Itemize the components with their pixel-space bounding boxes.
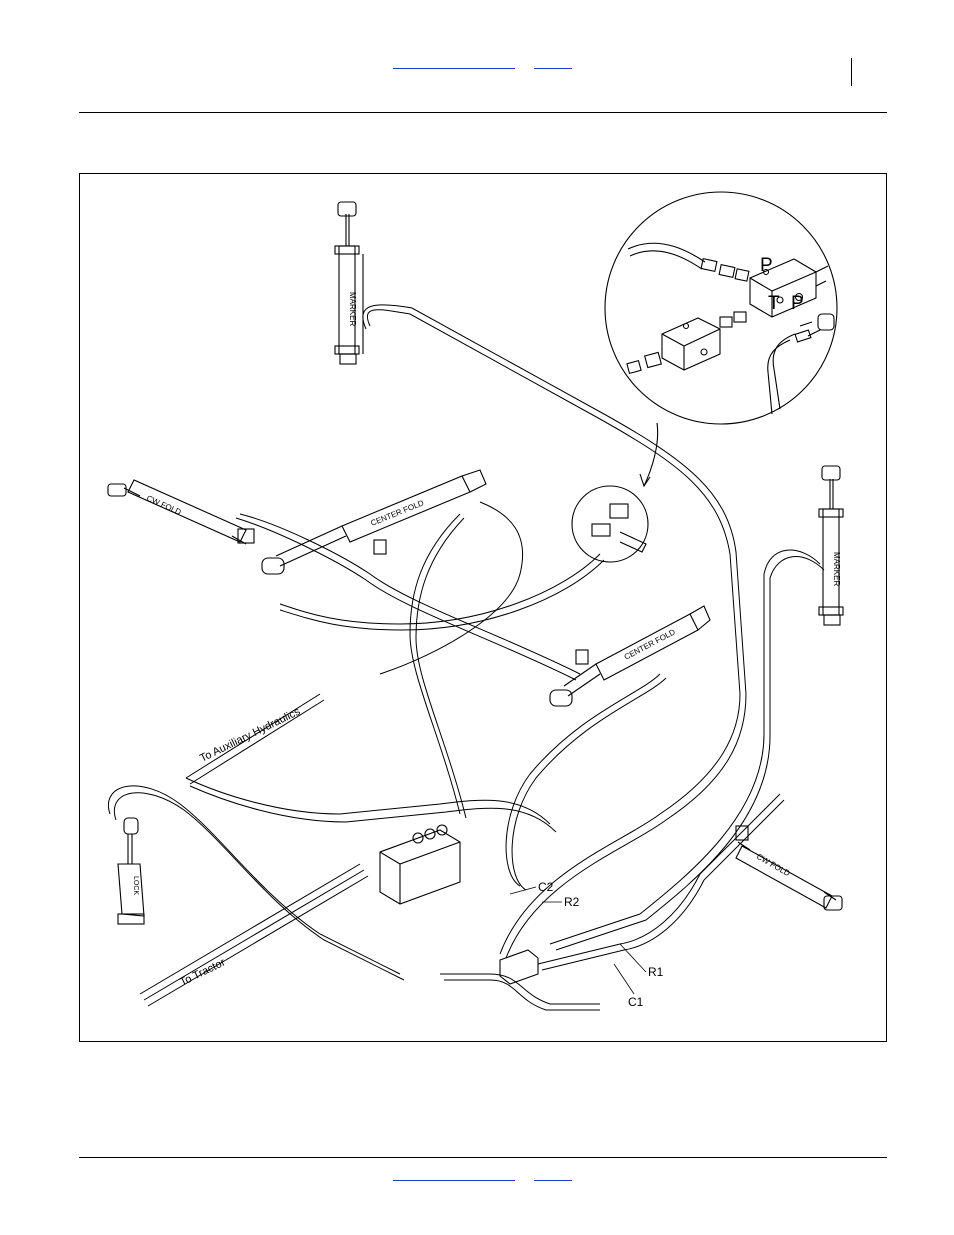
footer-link-2[interactable] [534, 1170, 572, 1181]
center-fold-cylinder-lower [549, 605, 711, 707]
label-lock: LOCK [132, 876, 139, 895]
label-marker-left: MARKER [348, 292, 357, 326]
callout-r2: R2 [564, 895, 580, 909]
marker-cylinder-left [334, 201, 364, 365]
valve-block-lower [499, 949, 539, 985]
cw-fold-cylinder-right [735, 825, 843, 911]
port-label-p-right: P [791, 293, 804, 314]
center-fold-cylinder-upper [261, 469, 487, 575]
cw-fold-cylinder-left [107, 479, 255, 545]
header-link-2[interactable] [534, 58, 572, 69]
header-change-bar [851, 58, 852, 86]
port-label-t: T [768, 293, 780, 314]
detail-inset [604, 191, 838, 488]
detail-spot [571, 485, 649, 563]
hydraulic-diagram-frame: P T P [79, 173, 887, 1042]
header-rule [79, 112, 887, 113]
callout-to-tractor: To Tractor [178, 956, 228, 988]
callout-r1: R1 [648, 965, 664, 979]
footer-rule [79, 1157, 887, 1158]
label-cw-fold-left: CW FOLD [145, 494, 183, 517]
footer-link-1[interactable] [393, 1170, 515, 1181]
hydraulic-diagram: P T P [107, 191, 844, 1011]
port-label-p-top: P [760, 255, 773, 276]
callout-c1: C1 [628, 995, 644, 1009]
label-marker-right: MARKER [832, 552, 841, 586]
lock-cylinder [117, 817, 145, 925]
marker-cylinder-right [818, 465, 844, 626]
label-center-fold-lower: CENTER FOLD [623, 627, 677, 662]
header-link-1[interactable] [393, 58, 515, 69]
callout-c2: C2 [538, 880, 554, 894]
hose-routing [108, 304, 825, 1011]
callout-aux-hydraulics: To Auxiliary Hydraulics [198, 705, 303, 764]
valve-block-center [379, 824, 461, 905]
label-cw-fold-right: CW FOLD [755, 852, 792, 878]
